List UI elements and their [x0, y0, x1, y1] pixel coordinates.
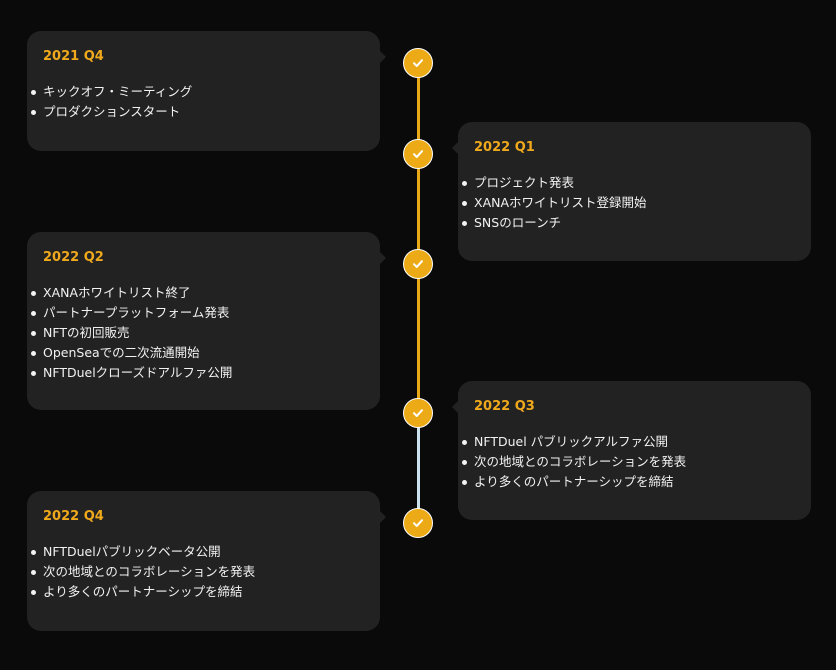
- milestone-items: プロジェクト発表 XANAホワイトリスト登録開始 SNSのローンチ: [462, 173, 795, 233]
- list-item: NFTDuel パブリックアルファ公開: [462, 432, 795, 452]
- milestone-card-2021-q4: 2021 Q4 キックオフ・ミーティング プロダクションスタート: [27, 31, 386, 151]
- list-item: より多くのパートナーシップを締結: [462, 472, 795, 492]
- milestone-card-2022-q4: 2022 Q4 NFTDuelパブリックベータ公開 次の地域とのコラボレーション…: [27, 491, 386, 631]
- timeline-line-pending: [417, 413, 420, 523]
- list-item: より多くのパートナーシップを締結: [31, 582, 364, 602]
- list-item: XANAホワイトリスト登録開始: [462, 193, 795, 213]
- list-item: 次の地域とのコラボレーションを発表: [462, 452, 795, 472]
- timeline-line-completed: [417, 63, 420, 413]
- list-item: プロダクションスタート: [31, 102, 364, 122]
- list-item: キックオフ・ミーティング: [31, 82, 364, 102]
- milestone-items: XANAホワイトリスト終了 パートナープラットフォーム発表 NFTの初回販売 O…: [31, 283, 364, 383]
- milestone-card-2022-q3: 2022 Q3 NFTDuel パブリックアルファ公開 次の地域とのコラボレーシ…: [452, 381, 811, 520]
- list-item: プロジェクト発表: [462, 173, 795, 193]
- milestone-title: 2022 Q4: [43, 509, 104, 524]
- check-icon: [413, 409, 423, 417]
- milestone-node-2022-q2: [403, 249, 433, 279]
- milestone-node-2022-q3: [403, 398, 433, 428]
- milestone-node-2021-q4: [403, 48, 433, 78]
- list-item: NFTの初回販売: [31, 323, 364, 343]
- list-item: NFTDuelクローズドアルファ公開: [31, 363, 364, 383]
- milestone-node-2022-q4: [403, 508, 433, 538]
- list-item: 次の地域とのコラボレーションを発表: [31, 562, 364, 582]
- list-item: NFTDuelパブリックベータ公開: [31, 542, 364, 562]
- milestone-title: 2021 Q4: [43, 49, 104, 64]
- list-item: OpenSeaでの二次流通開始: [31, 343, 364, 363]
- list-item: パートナープラットフォーム発表: [31, 303, 364, 323]
- check-icon: [413, 150, 423, 158]
- list-item: XANAホワイトリスト終了: [31, 283, 364, 303]
- milestone-items: NFTDuel パブリックアルファ公開 次の地域とのコラボレーションを発表 より…: [462, 432, 795, 492]
- list-item: SNSのローンチ: [462, 213, 795, 233]
- milestone-items: キックオフ・ミーティング プロダクションスタート: [31, 82, 364, 122]
- milestone-title: 2022 Q2: [43, 250, 104, 265]
- milestone-card-2022-q1: 2022 Q1 プロジェクト発表 XANAホワイトリスト登録開始 SNSのローン…: [452, 122, 811, 261]
- milestone-items: NFTDuelパブリックベータ公開 次の地域とのコラボレーションを発表 より多く…: [31, 542, 364, 602]
- check-icon: [413, 59, 423, 67]
- milestone-title: 2022 Q1: [474, 140, 535, 155]
- check-icon: [413, 519, 423, 527]
- check-icon: [413, 260, 423, 268]
- milestone-title: 2022 Q3: [474, 399, 535, 414]
- milestone-node-2022-q1: [403, 139, 433, 169]
- milestone-card-2022-q2: 2022 Q2 XANAホワイトリスト終了 パートナープラットフォーム発表 NF…: [27, 232, 386, 410]
